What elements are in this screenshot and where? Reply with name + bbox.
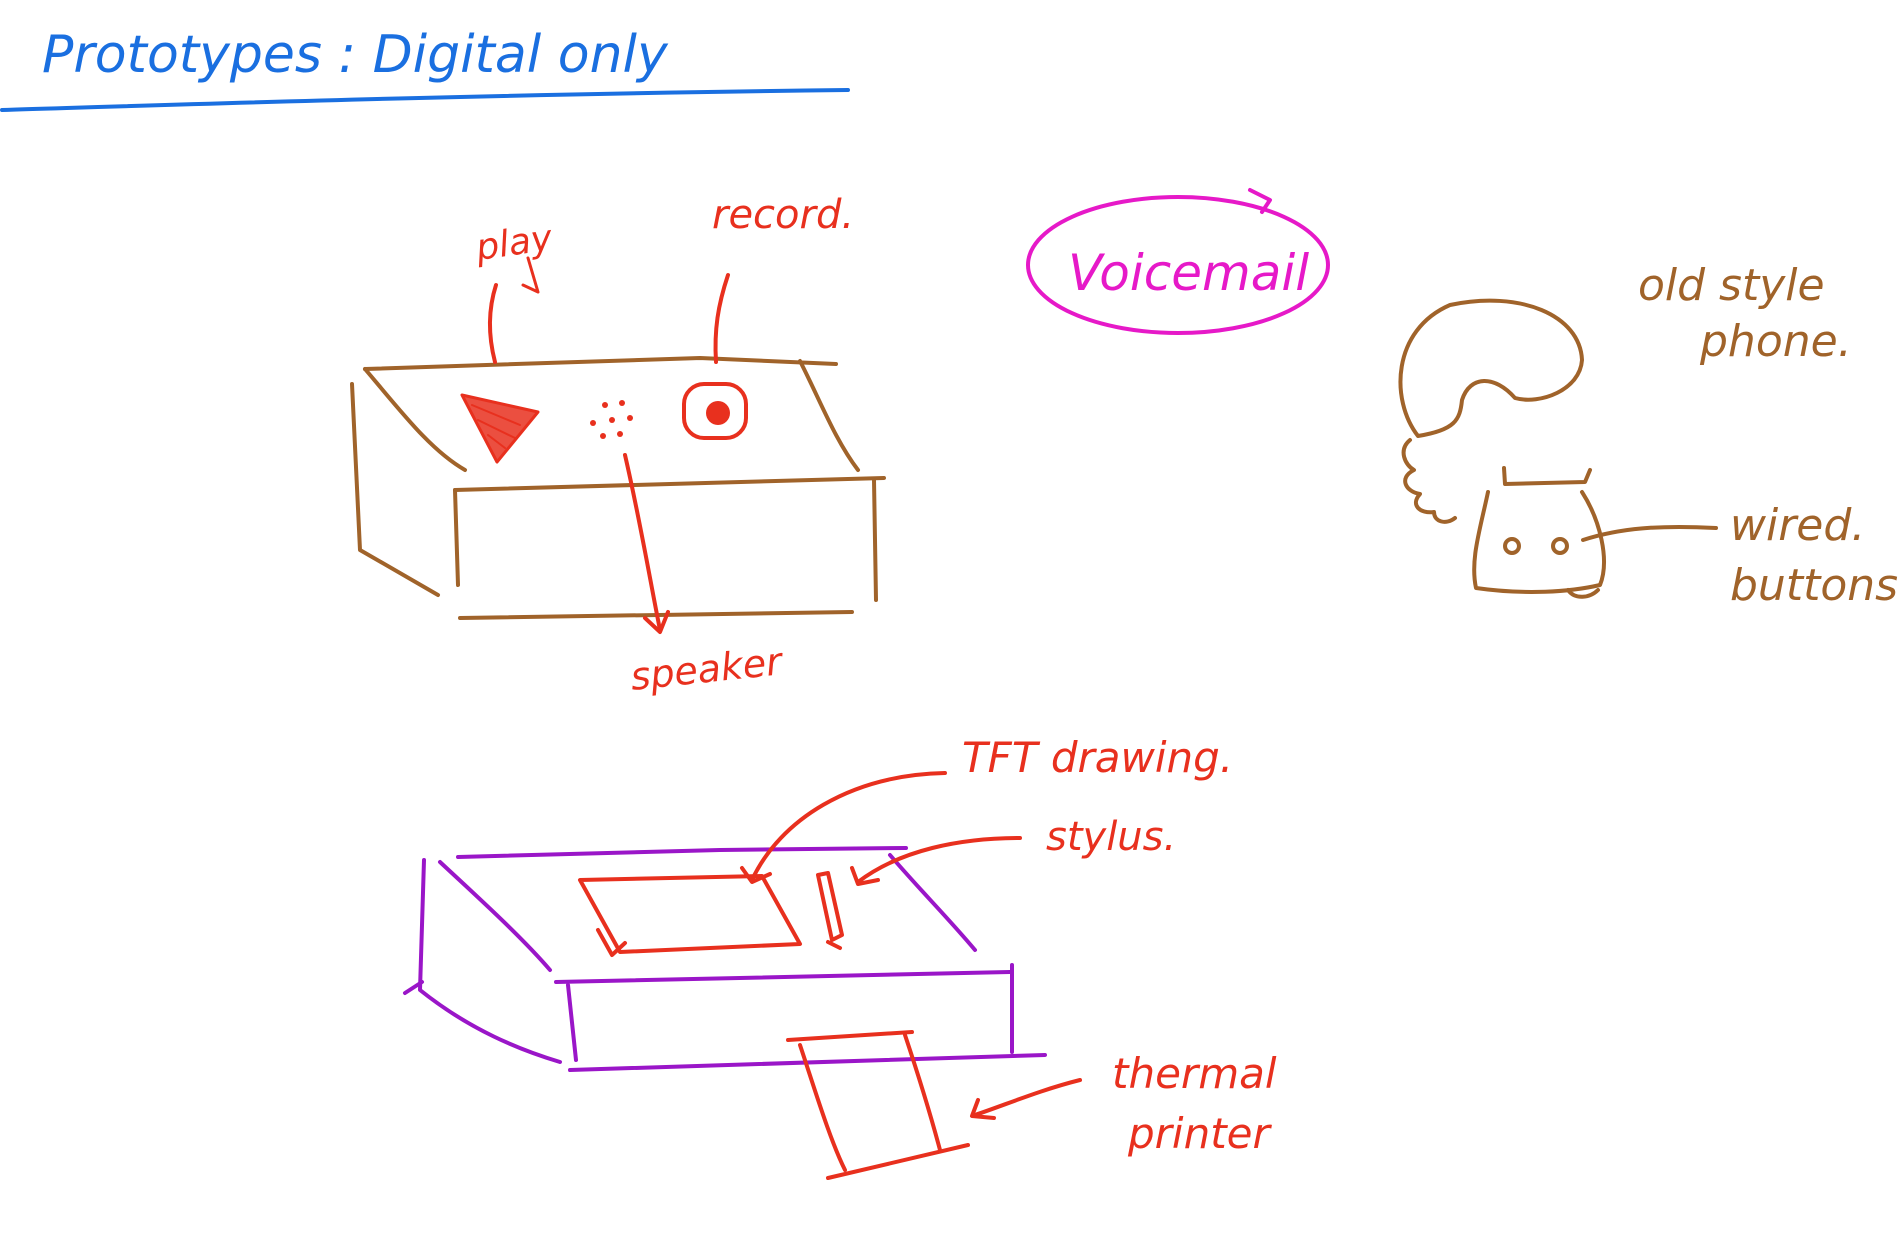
- drawing-device-sketch: [403, 846, 1047, 1072]
- voicemail-callout: Voicemail: [1026, 188, 1330, 335]
- thermal-printer-sketch: [786, 1030, 970, 1180]
- wired-label: wired.: [1730, 500, 1865, 551]
- voicemail-device-sketch: [350, 356, 886, 620]
- record-button-icon: [682, 382, 748, 440]
- play-label: play: [473, 218, 556, 269]
- printer-label: printer: [1127, 1109, 1273, 1158]
- title-underline: [0, 88, 850, 112]
- play-label-hook: [521, 256, 540, 294]
- speaker-label: speaker: [628, 639, 786, 699]
- voicemail-pointers: [487, 273, 730, 634]
- speaker-dots-icon: [590, 400, 633, 439]
- buttons-label: buttons.: [1730, 560, 1900, 611]
- voicemail-label: Voicemail: [1068, 244, 1309, 302]
- old-phone-label-line2: phone.: [1699, 316, 1852, 367]
- tft-drawing-label: TFT drawing.: [962, 733, 1233, 782]
- stylus-label: stylus.: [1046, 814, 1176, 860]
- thermal-label: thermal: [1112, 1049, 1277, 1098]
- page-title: Prototypes : Digital only: [42, 25, 669, 85]
- stylus-sketch: [816, 871, 844, 950]
- drawing-device-pointers: [740, 771, 1082, 1120]
- tft-screen-sketch: [578, 874, 802, 957]
- old-phone-label-line1: old style: [1638, 260, 1825, 311]
- play-button-icon: [460, 393, 540, 464]
- record-label: record.: [712, 192, 854, 238]
- old-phone-sketch: [1398, 298, 1718, 599]
